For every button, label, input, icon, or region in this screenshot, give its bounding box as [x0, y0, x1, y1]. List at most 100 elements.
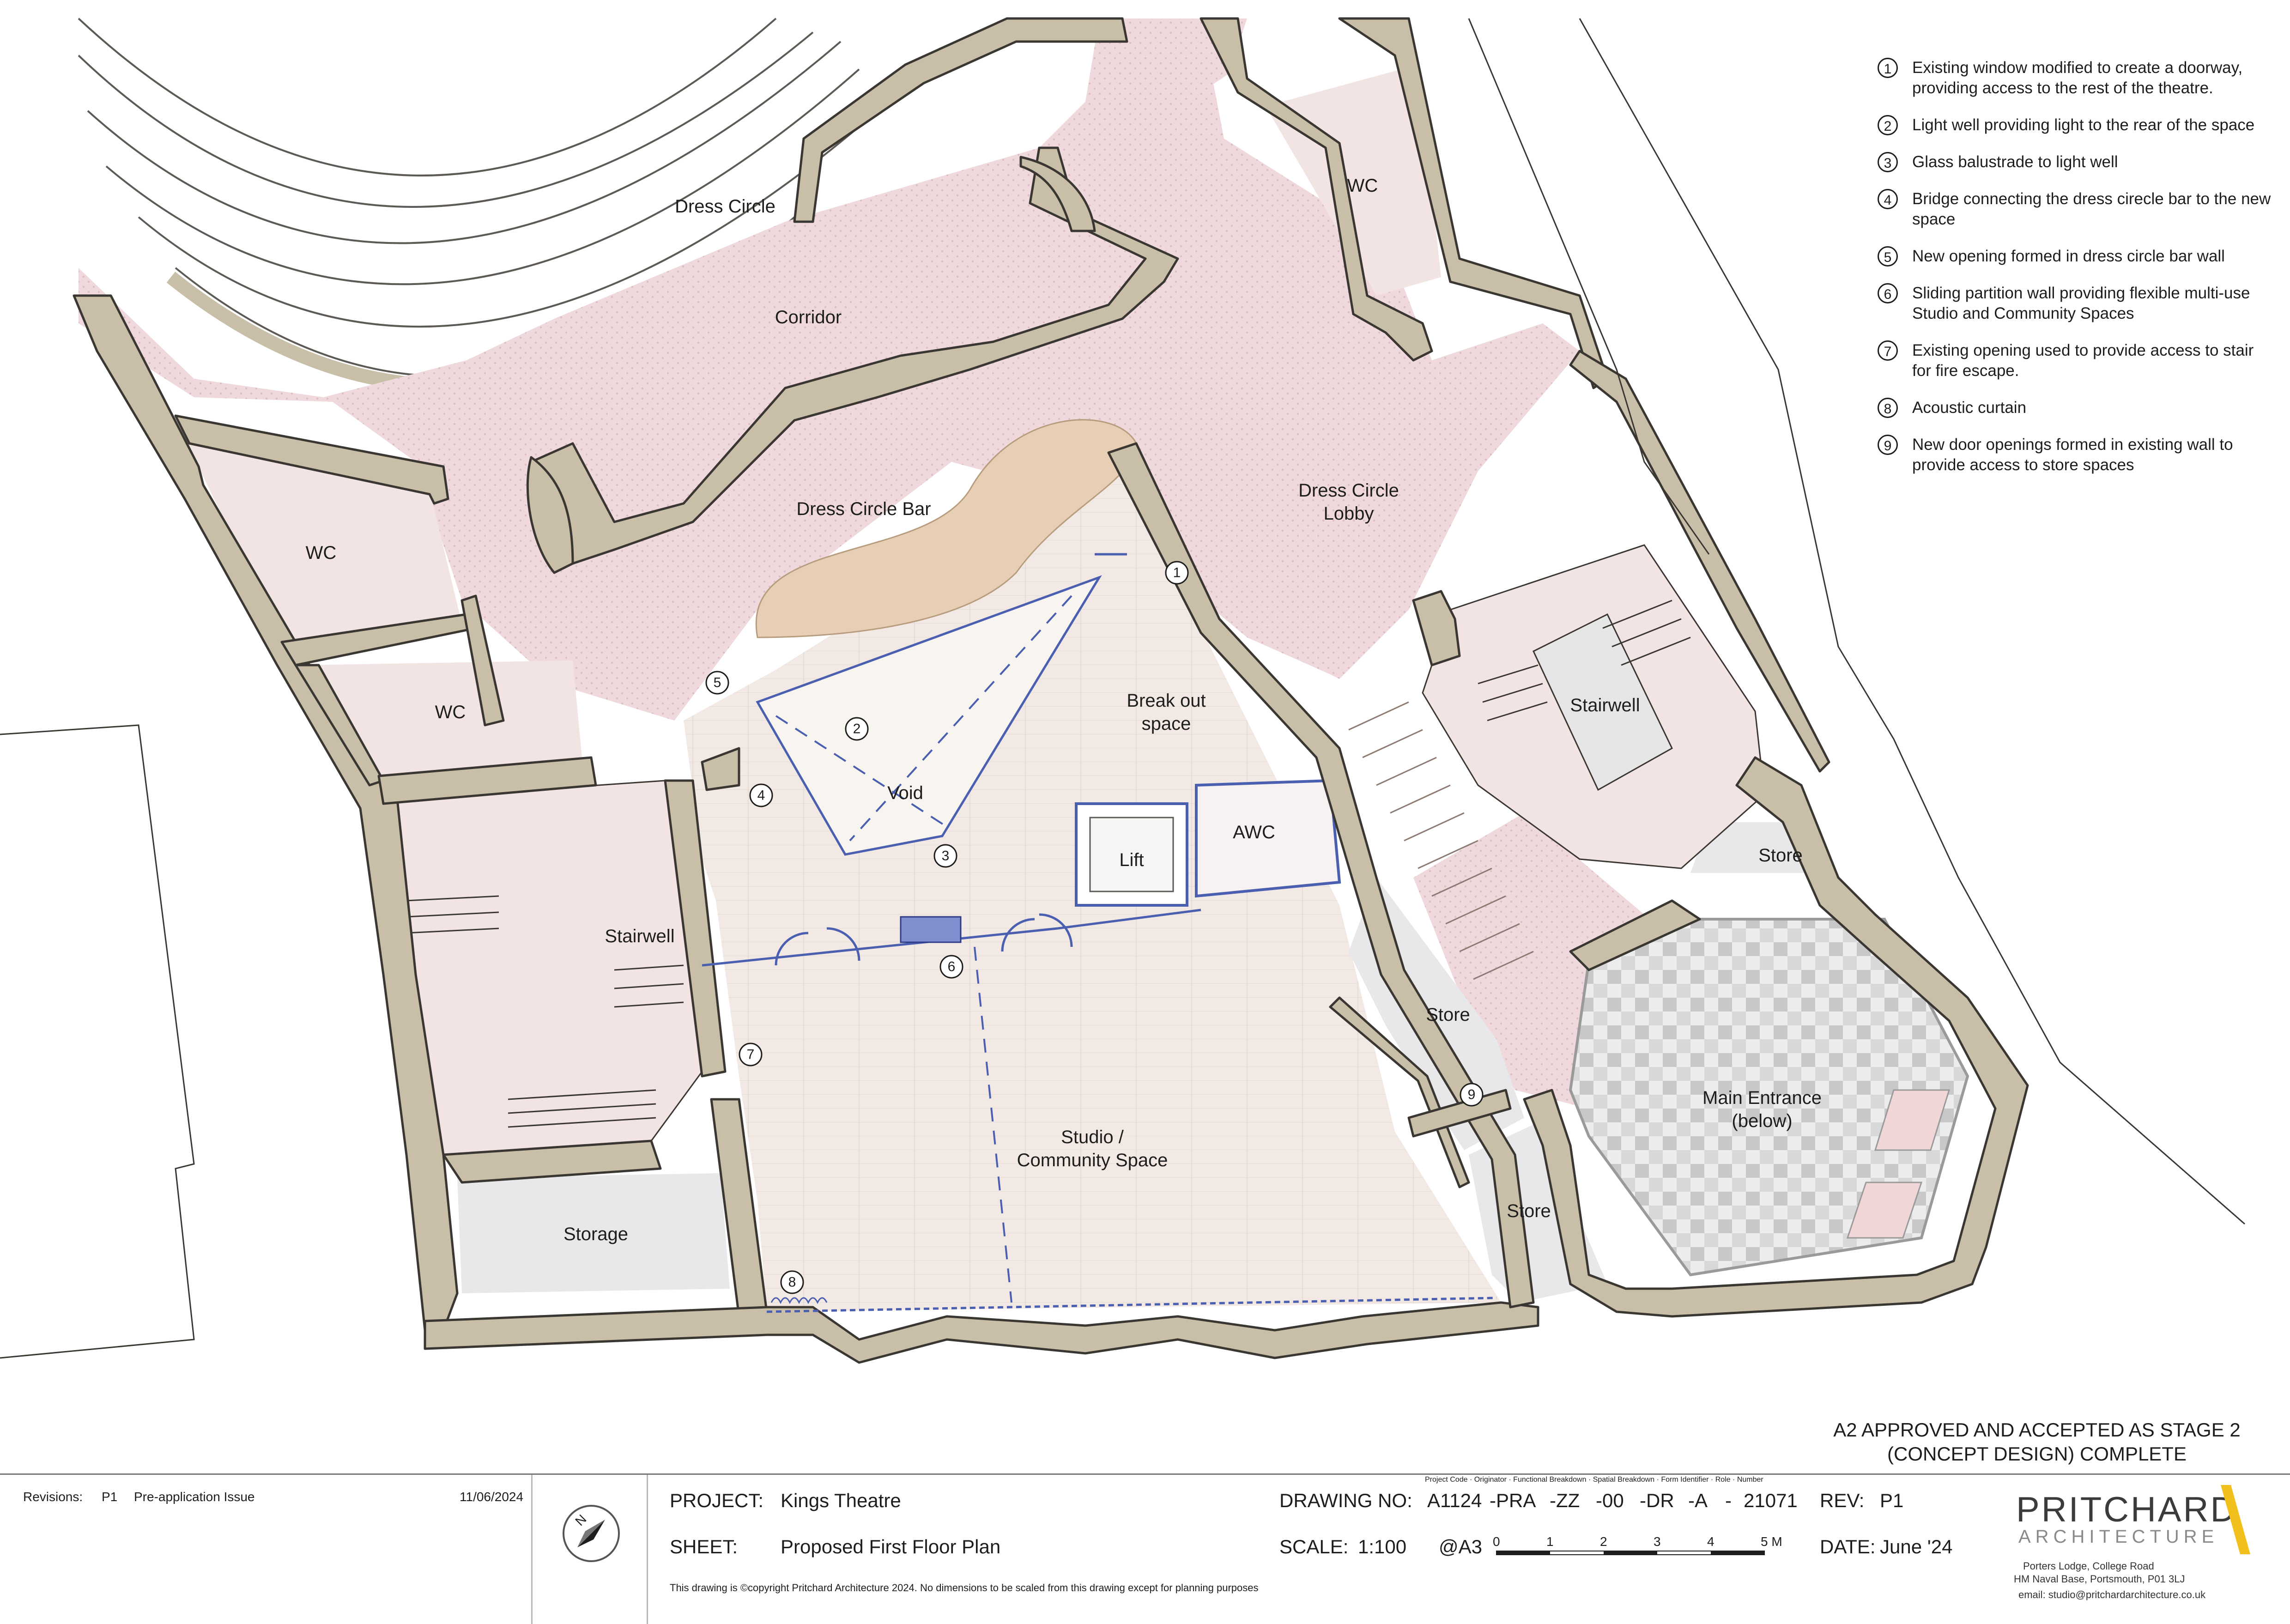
svg-text:8: 8 [788, 1275, 796, 1290]
label-stairwell-right: Stairwell [1570, 695, 1640, 715]
drawing-no-form: -DR [1640, 1490, 1674, 1511]
glass-partitions [702, 553, 1497, 1313]
svg-text:7: 7 [747, 1047, 755, 1062]
label-lift: Lift [1119, 850, 1144, 870]
company-email: email: studio@pritchardarchitecture.co.u… [2018, 1589, 2206, 1600]
label-dress-circle-bar: Dress Circle Bar [796, 499, 931, 519]
north-arrow-icon: N [563, 1505, 620, 1562]
label-stairwell-left: Stairwell [605, 926, 674, 946]
room-labels: Dress Circle Corridor Dress Circle Bar D… [306, 176, 1822, 1244]
label-store-3: Store [1507, 1201, 1551, 1221]
revision-description: Pre-application Issue [134, 1490, 255, 1504]
drawing-no-label: DRAWING NO: [1279, 1490, 1412, 1511]
awc-room [1195, 779, 1341, 898]
svg-text:9: 9 [1468, 1087, 1476, 1103]
label-break-out-line2: space [1142, 714, 1191, 734]
floor-plan: Dress Circle Corridor Dress Circle Bar D… [0, 17, 2245, 1364]
label-lobby-line1: Dress Circle [1298, 480, 1399, 501]
marker-1: 1 [1165, 561, 1189, 585]
plan-markers: 1 2 3 4 5 6 7 8 9 [705, 561, 1484, 1294]
label-studio-line1: Studio / [1061, 1127, 1124, 1147]
storage-floor [457, 1173, 730, 1293]
drawing-no-role: -A [1688, 1490, 1708, 1511]
drawing-no-spatial: -00 [1596, 1490, 1624, 1511]
bar-counter [755, 419, 1137, 638]
label-awc: AWC [1233, 822, 1275, 842]
svg-text:2: 2 [853, 721, 861, 737]
drawing-no-project-code: A1124 [1427, 1490, 1482, 1511]
stamp-line-2: (CONCEPT DESIGN) COMPLETE [1887, 1443, 2187, 1465]
acoustic-curtain [770, 1297, 828, 1304]
company-logo-name: PRITCHARD [2016, 1490, 2238, 1529]
label-store-2: Store [1426, 1005, 1470, 1025]
drawing-no-originator: -PRA [1490, 1490, 1536, 1511]
revisions-label: Revisions: [23, 1490, 83, 1504]
svg-text:3: 3 [942, 848, 950, 864]
label-wc-left: WC [306, 543, 337, 563]
address-line-2: HM Naval Base, Portsmouth, P01 3LJ [2014, 1573, 2185, 1585]
stairwell-left-treads [406, 895, 684, 1128]
rev-label: REV: [1820, 1490, 1865, 1511]
neighbour-outline [0, 18, 2245, 1359]
marker-4: 4 [749, 783, 773, 807]
label-wc-mid: WC [435, 702, 466, 722]
stamp-line-1: A2 APPROVED AND ACCEPTED AS STAGE 2 [1833, 1419, 2241, 1441]
marker-2: 2 [845, 717, 869, 741]
stairwell-right-core [1533, 613, 1673, 791]
stair-grille [900, 916, 962, 943]
entrance-pink-panels [1846, 1089, 1951, 1239]
lift-car [1089, 817, 1174, 892]
project-value: Kings Theatre [781, 1490, 901, 1511]
scale-label: SCALE: [1279, 1536, 1349, 1557]
address-line-1: Porters Lodge, College Road [2023, 1560, 2154, 1572]
scale-tick-2: 2 [1600, 1534, 1607, 1549]
drawing-no-functional: -ZZ [1550, 1490, 1580, 1511]
label-lobby-line2: Lobby [1324, 503, 1374, 524]
rev-value: P1 [1880, 1490, 1904, 1511]
void-light-well [756, 575, 1102, 856]
marker-9: 9 [1460, 1083, 1484, 1107]
label-break-out-line1: Break out [1127, 691, 1206, 711]
label-dress-circle: Dress Circle [675, 196, 775, 217]
walls [73, 17, 2029, 1364]
revision-date: 11/06/2024 [460, 1490, 524, 1504]
stairwell-right-treads [1478, 600, 1691, 721]
svg-text:1: 1 [1173, 565, 1181, 581]
svg-text:6: 6 [948, 959, 956, 975]
label-main-entrance-line1: Main Entrance [1702, 1088, 1822, 1108]
project-label: PROJECT: [670, 1490, 764, 1511]
label-wc-top: WC [1347, 176, 1378, 196]
logo-accent-icon [2221, 1485, 2250, 1554]
scale-tick-4: 4 [1707, 1534, 1714, 1549]
label-void: Void [887, 783, 923, 803]
copyright-note: This drawing is ©copyright Pritchard Arc… [670, 1582, 1259, 1594]
scale-tick-5: 5 M [1761, 1534, 1782, 1549]
svg-text:4: 4 [757, 788, 765, 803]
company-logo-sub: ARCHITECTURE [2018, 1527, 2219, 1547]
scale-paper: @A3 [1439, 1536, 1483, 1557]
label-corridor: Corridor [775, 307, 842, 327]
revision-code: P1 [102, 1490, 118, 1504]
scale-tick-3: 3 [1654, 1534, 1661, 1549]
date-value: June '24 [1880, 1536, 1953, 1557]
date-label: DATE: [1820, 1536, 1876, 1557]
drawing-no-number: 21071 [1744, 1490, 1798, 1511]
scale-bar [1496, 1551, 1765, 1555]
main-stair-treads [1348, 701, 1534, 980]
sheet-label: SHEET: [670, 1536, 738, 1557]
scale-value: 1:100 [1358, 1536, 1407, 1557]
marker-6: 6 [939, 955, 963, 979]
marker-7: 7 [739, 1042, 763, 1067]
label-main-entrance-line2: (below) [1732, 1111, 1792, 1131]
marker-5: 5 [705, 671, 729, 695]
drawing-no-dash: - [1725, 1490, 1732, 1511]
marker-8: 8 [780, 1270, 804, 1294]
